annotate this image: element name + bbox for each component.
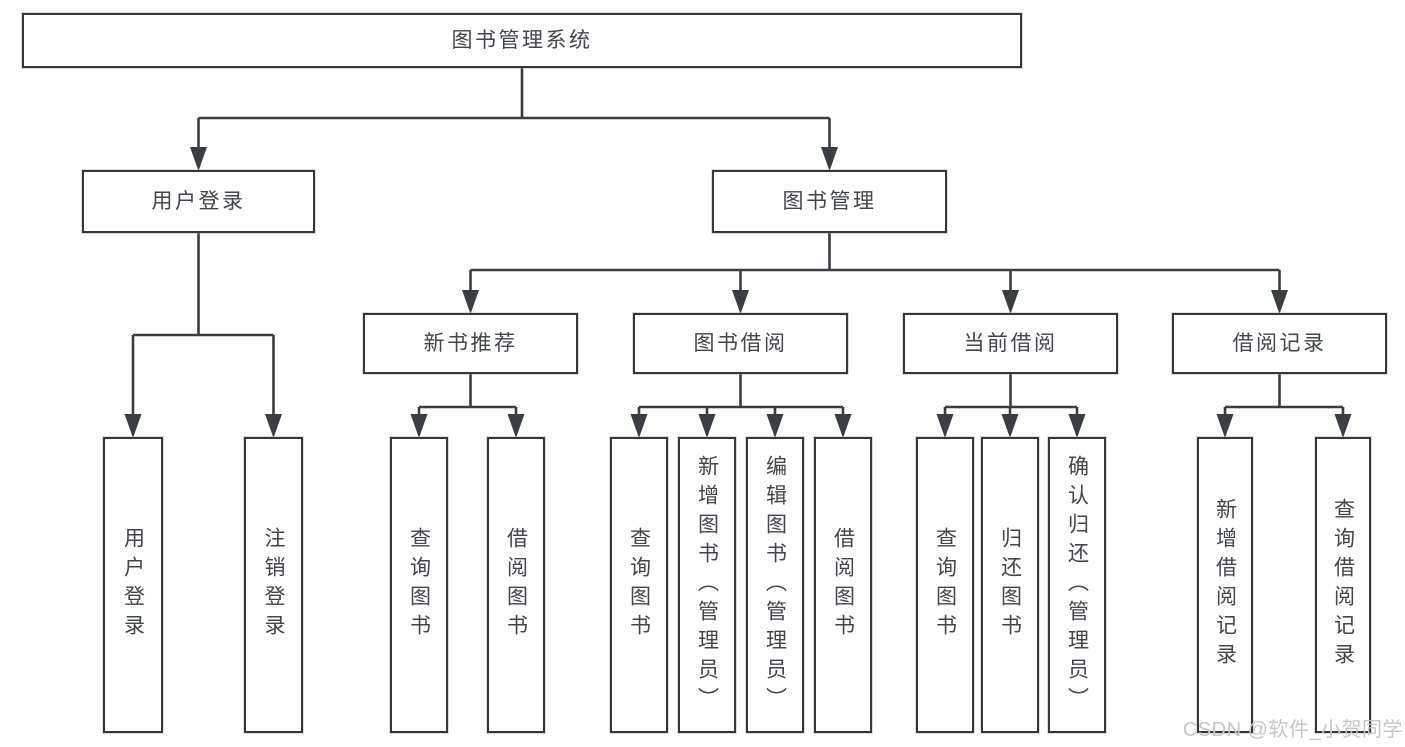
node-leaf-query-books-3: 查询图书 [916, 437, 974, 733]
node-leaf-add-borrow-record: 新增借阅记录 [1197, 437, 1253, 733]
node-library-management-system: 图书管理系统 [22, 13, 1022, 68]
node-leaf-query-books-2: 查询图书 [610, 437, 668, 733]
node-leaf-confirm-return-admin: 确认归还（管理员） [1048, 437, 1106, 733]
node-borrowing-records: 借阅记录 [1172, 313, 1387, 374]
node-label: 确认归还（管理员） [1065, 454, 1089, 716]
node-label: 注销登录 [262, 527, 285, 643]
watermark-text: CSDN @软件_小贺同学 [1182, 719, 1403, 741]
node-label: 借阅记录 [1232, 331, 1327, 355]
node-label: 新增借阅记录 [1213, 498, 1237, 672]
node-label: 查询图书 [627, 527, 651, 643]
node-book-borrowing: 图书借阅 [633, 313, 848, 374]
node-label: 当前借阅 [963, 331, 1058, 355]
node-label: 用户登录 [121, 527, 145, 643]
node-leaf-return-books: 归还图书 [981, 437, 1039, 733]
node-new-book-recommend: 新书推荐 [363, 313, 578, 374]
node-leaf-logout: 注销登录 [244, 437, 303, 733]
node-label: 新增图书（管理员） [695, 454, 719, 716]
node-label: 借阅图书 [831, 527, 855, 643]
node-leaf-query-books-1: 查询图书 [390, 437, 448, 733]
node-current-borrowing: 当前借阅 [903, 313, 1118, 374]
node-leaf-add-books-admin: 新增图书（管理员） [678, 437, 736, 733]
node-label: 查询图书 [407, 527, 431, 643]
node-leaf-query-borrow-record: 查询借阅记录 [1315, 437, 1371, 733]
node-user-login-module: 用户登录 [82, 170, 315, 233]
node-leaf-edit-books-admin: 编辑图书（管理员） [746, 437, 804, 733]
node-label: 图书管理 [782, 189, 877, 213]
node-label: 新书推荐 [423, 331, 518, 355]
node-label: 图书借阅 [693, 331, 788, 355]
node-label: 图书管理系统 [451, 28, 593, 52]
node-label: 编辑图书（管理员） [763, 454, 787, 716]
node-book-management-module: 图书管理 [712, 170, 947, 233]
node-label: 查询借阅记录 [1331, 498, 1355, 672]
node-label: 借阅图书 [504, 527, 528, 643]
node-label: 查询图书 [933, 527, 957, 643]
node-leaf-borrow-books-1: 借阅图书 [487, 437, 545, 733]
node-leaf-user-login: 用户登录 [103, 437, 163, 733]
node-label: 归还图书 [998, 527, 1022, 643]
node-label: 用户登录 [151, 189, 246, 213]
node-leaf-borrow-books-2: 借阅图书 [814, 437, 872, 733]
